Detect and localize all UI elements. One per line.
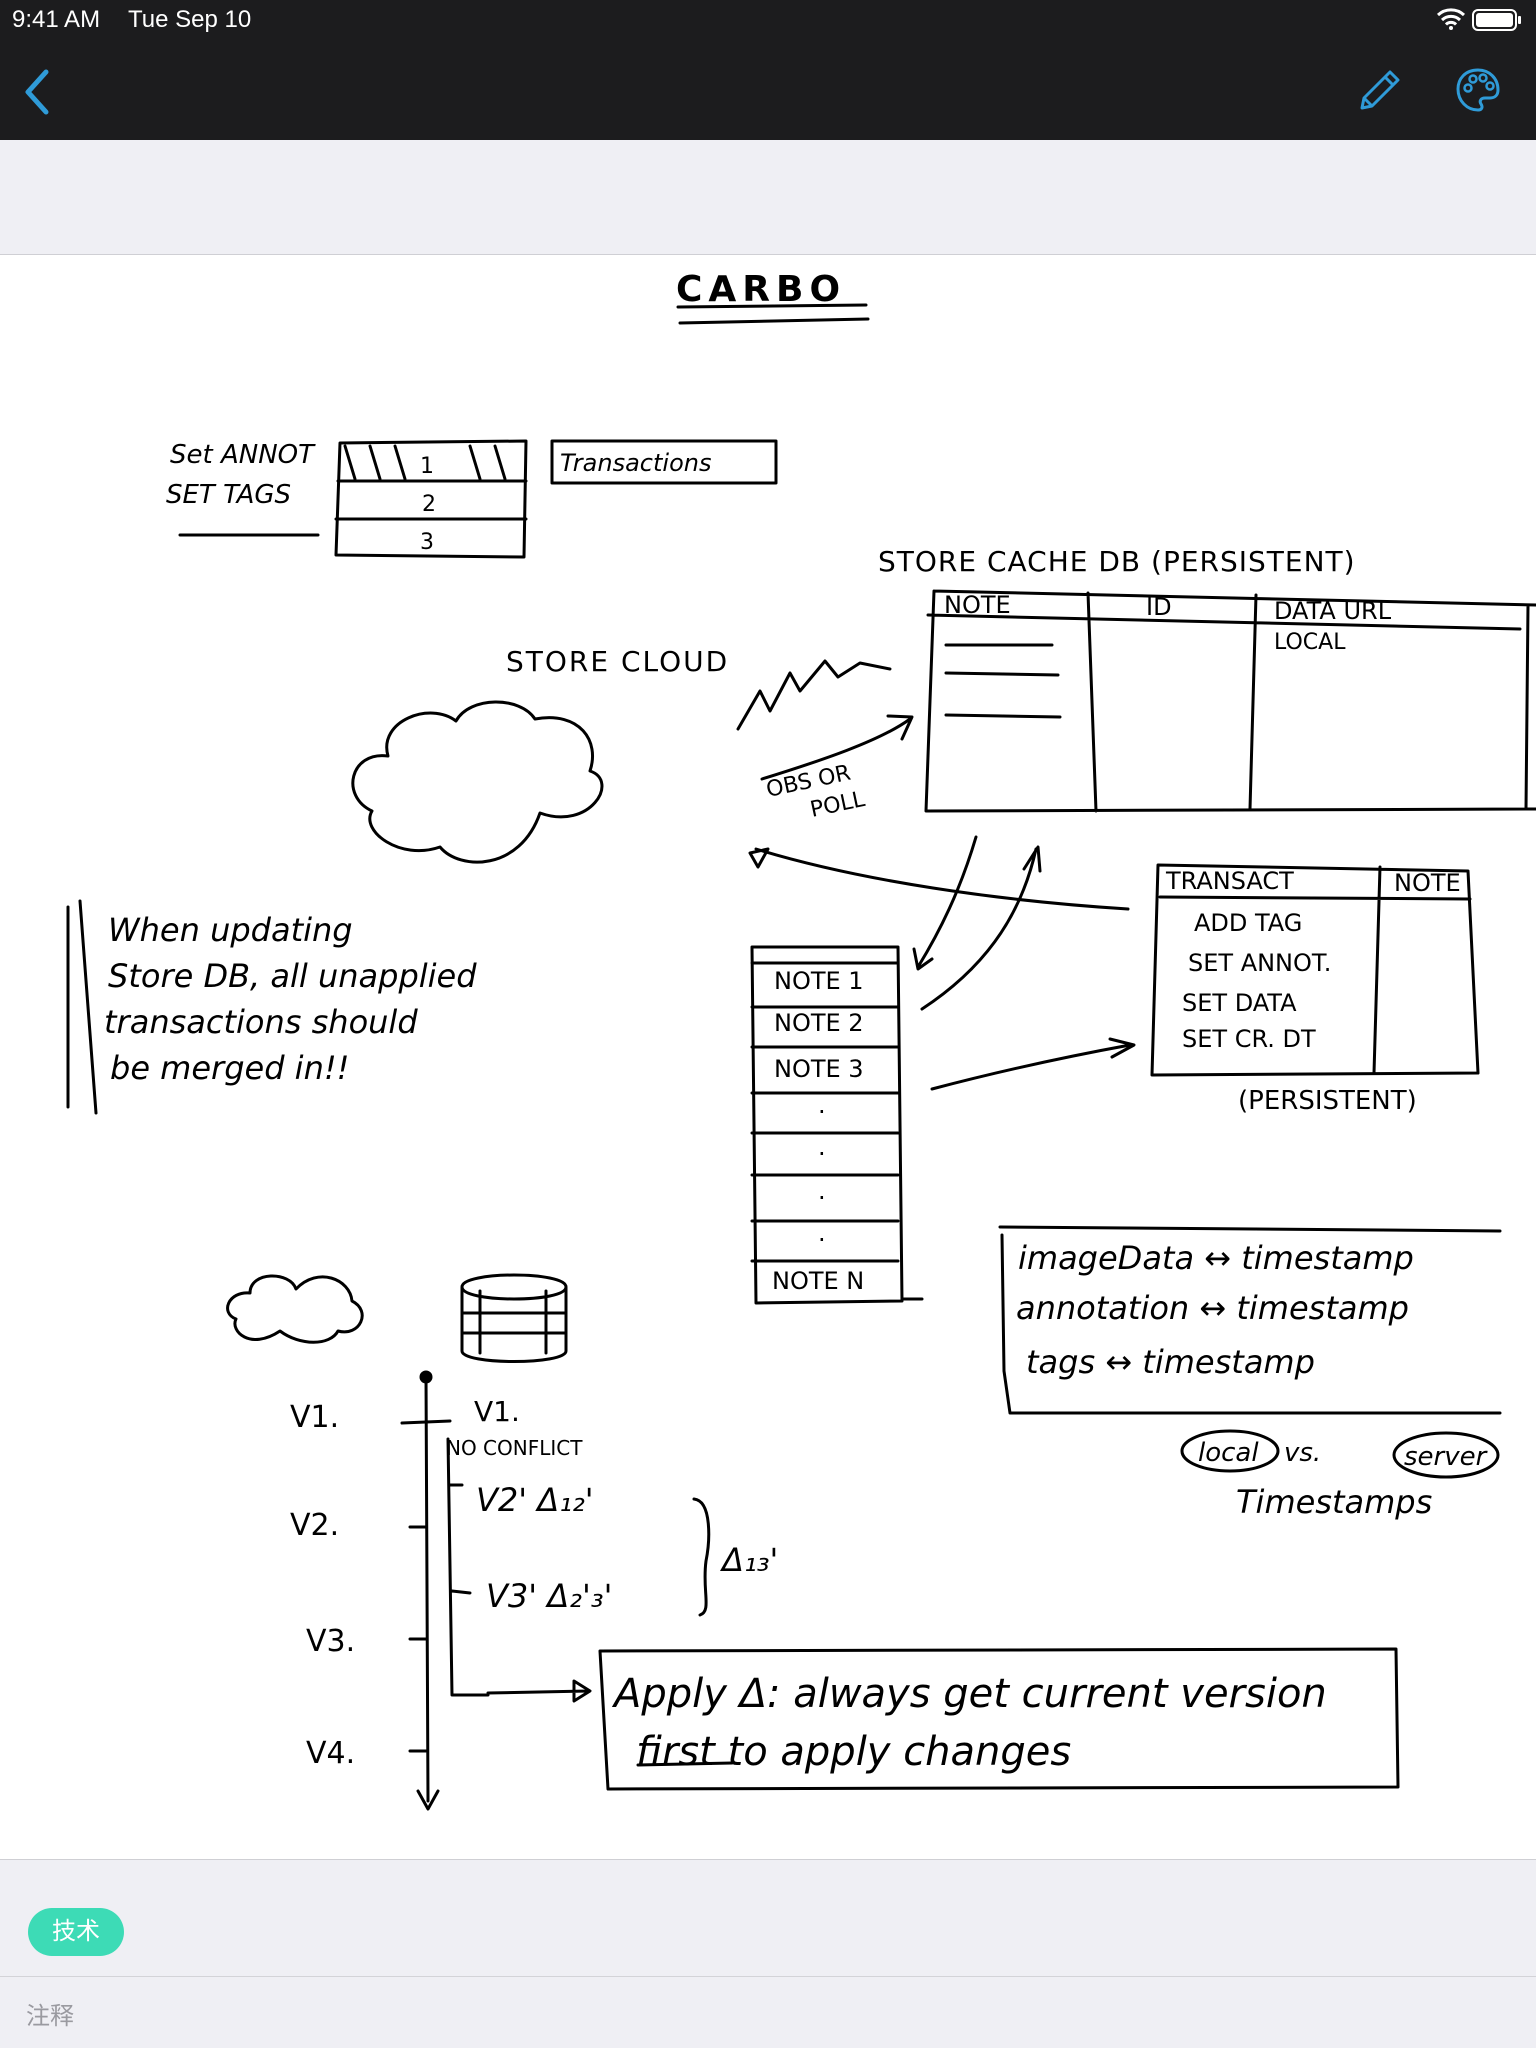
wifi-icon <box>1436 8 1466 30</box>
transact-header-note: NOTE <box>1394 869 1461 897</box>
store-cloud <box>351 700 604 864</box>
stack-row-3: 3 <box>420 530 434 555</box>
canvas-margin <box>0 140 1536 254</box>
notes-list-item: . <box>818 1133 826 1161</box>
store-db-col-url: DATA URL <box>1274 597 1392 625</box>
timeline-axis <box>416 1373 440 1811</box>
timeline-ticks <box>400 1419 490 1753</box>
apply-line-1: Apply Δ: always get current version <box>611 1671 1327 1717</box>
store-db-col-id: ID <box>1146 593 1172 621</box>
version-right-v3: V3' Δ₂'₃' <box>486 1577 612 1615</box>
store-db-label: STORE CACHE DB (PERSISTENT) <box>878 545 1356 578</box>
delta-bracket <box>692 1497 711 1617</box>
status-date: Tue Sep 10 <box>128 6 252 33</box>
notes-list-item: . <box>818 1091 826 1119</box>
annotation-field[interactable]: 注释 <box>26 2003 74 2030</box>
store-db-rows <box>944 643 1062 719</box>
stack-row-1: 1 <box>420 454 434 479</box>
to-cloud-arrow <box>748 847 1130 911</box>
title-underline <box>676 303 870 325</box>
server-label: server <box>1404 1442 1489 1472</box>
note-line-2: Store DB, all unapplied <box>108 957 477 995</box>
timestamps-box <box>998 1225 1502 1415</box>
sketch-title: CARBO <box>676 269 846 310</box>
apply-arrow <box>486 1679 592 1703</box>
transact-footer: (PERSISTENT) <box>1238 1086 1417 1116</box>
timestamps-line: tags ↔ timestamp <box>1026 1343 1315 1381</box>
notes-to-transact-arrow <box>930 1037 1136 1091</box>
notes-list-item: NOTE 3 <box>774 1055 864 1083</box>
stack-row-2: 2 <box>422 492 436 517</box>
note-line-4: be merged in!! <box>110 1049 350 1087</box>
note-bars <box>66 899 98 1115</box>
divider <box>0 1976 1536 1977</box>
notes-list-item: NOTE 1 <box>774 967 864 995</box>
bottom-panel: 技术 注释 <box>0 1860 1536 2048</box>
stack-label-annot: Set ANNOT <box>170 440 316 470</box>
no-conflict-label: NO CONFLICT <box>446 1436 583 1460</box>
apply-line-2: first to apply changes <box>636 1729 1071 1775</box>
transact-header: TRANSACT <box>1165 867 1294 895</box>
notes-list-item: NOTE N <box>772 1267 864 1295</box>
category-tag[interactable]: 技术 <box>28 1908 124 1956</box>
small-db <box>460 1273 568 1363</box>
timestamps-label: Timestamps <box>1236 1483 1432 1521</box>
chevron-left-icon[interactable] <box>18 64 58 120</box>
obs-arrow <box>760 714 914 781</box>
timestamps-line: annotation ↔ timestamp <box>1016 1289 1409 1327</box>
timestamps-line: imageData ↔ timestamp <box>1018 1239 1414 1277</box>
store-cloud-label: STORE CLOUD <box>506 645 729 678</box>
pencil-icon[interactable] <box>1354 64 1406 116</box>
server-circle <box>1392 1431 1500 1479</box>
transactions-box <box>550 439 778 485</box>
small-cloud <box>226 1274 364 1344</box>
version-left: V2. <box>290 1508 339 1543</box>
notes-list-item: . <box>818 1219 826 1247</box>
vs-label: vs. <box>1284 1438 1321 1468</box>
first-underline <box>636 1761 734 1767</box>
transact-row: SET ANNOT. <box>1188 949 1331 977</box>
transaction-stack <box>334 439 528 559</box>
sync-zigzag <box>736 659 892 731</box>
notes-list-item: NOTE 2 <box>774 1009 864 1037</box>
transactions-label: Transactions <box>560 449 711 477</box>
delta-13-label: Δ₁₃' <box>719 1541 778 1579</box>
sketch-drawing: CARBO Set ANNOT SET TAGS 1 2 3 Transacti… <box>66 269 1536 1811</box>
notes-to-db-arrow <box>920 845 1042 1011</box>
transact-row: ADD TAG <box>1194 909 1302 937</box>
sketch-canvas[interactable]: CARBO Set ANNOT SET TAGS 1 2 3 Transacti… <box>0 254 1536 1860</box>
version-right-v2: V2' Δ₁₂' <box>476 1481 594 1519</box>
version-left: V4. <box>306 1736 355 1771</box>
transact-row: SET CR. DT <box>1182 1025 1316 1053</box>
version-right-v1: V1. <box>474 1395 520 1428</box>
transact-row: SET DATA <box>1182 989 1297 1017</box>
store-db-table <box>924 589 1536 813</box>
apply-box <box>598 1647 1400 1791</box>
battery-icon <box>1472 9 1521 31</box>
store-db-local: LOCAL <box>1274 630 1346 655</box>
version-left: V3. <box>306 1624 355 1659</box>
stack-label-tags: SET TAGS <box>166 480 291 510</box>
version-left: V1. <box>290 1400 339 1435</box>
status-bar: 9:41 AM Tue Sep 10 <box>0 0 1536 40</box>
status-time: 9:41 AM <box>12 6 101 33</box>
note-line-1: When updating <box>108 911 353 949</box>
store-db-col-note: NOTE <box>944 591 1011 619</box>
notes-list-item: . <box>818 1177 826 1205</box>
transact-table <box>1150 863 1480 1077</box>
notes-list <box>750 945 924 1305</box>
local-label: local <box>1198 1438 1259 1468</box>
note-line-3: transactions should <box>104 1003 418 1041</box>
nav-bar <box>0 40 1536 140</box>
palette-icon[interactable] <box>1452 64 1504 116</box>
db-to-notes-arrow <box>912 835 978 971</box>
local-circle <box>1180 1429 1280 1473</box>
